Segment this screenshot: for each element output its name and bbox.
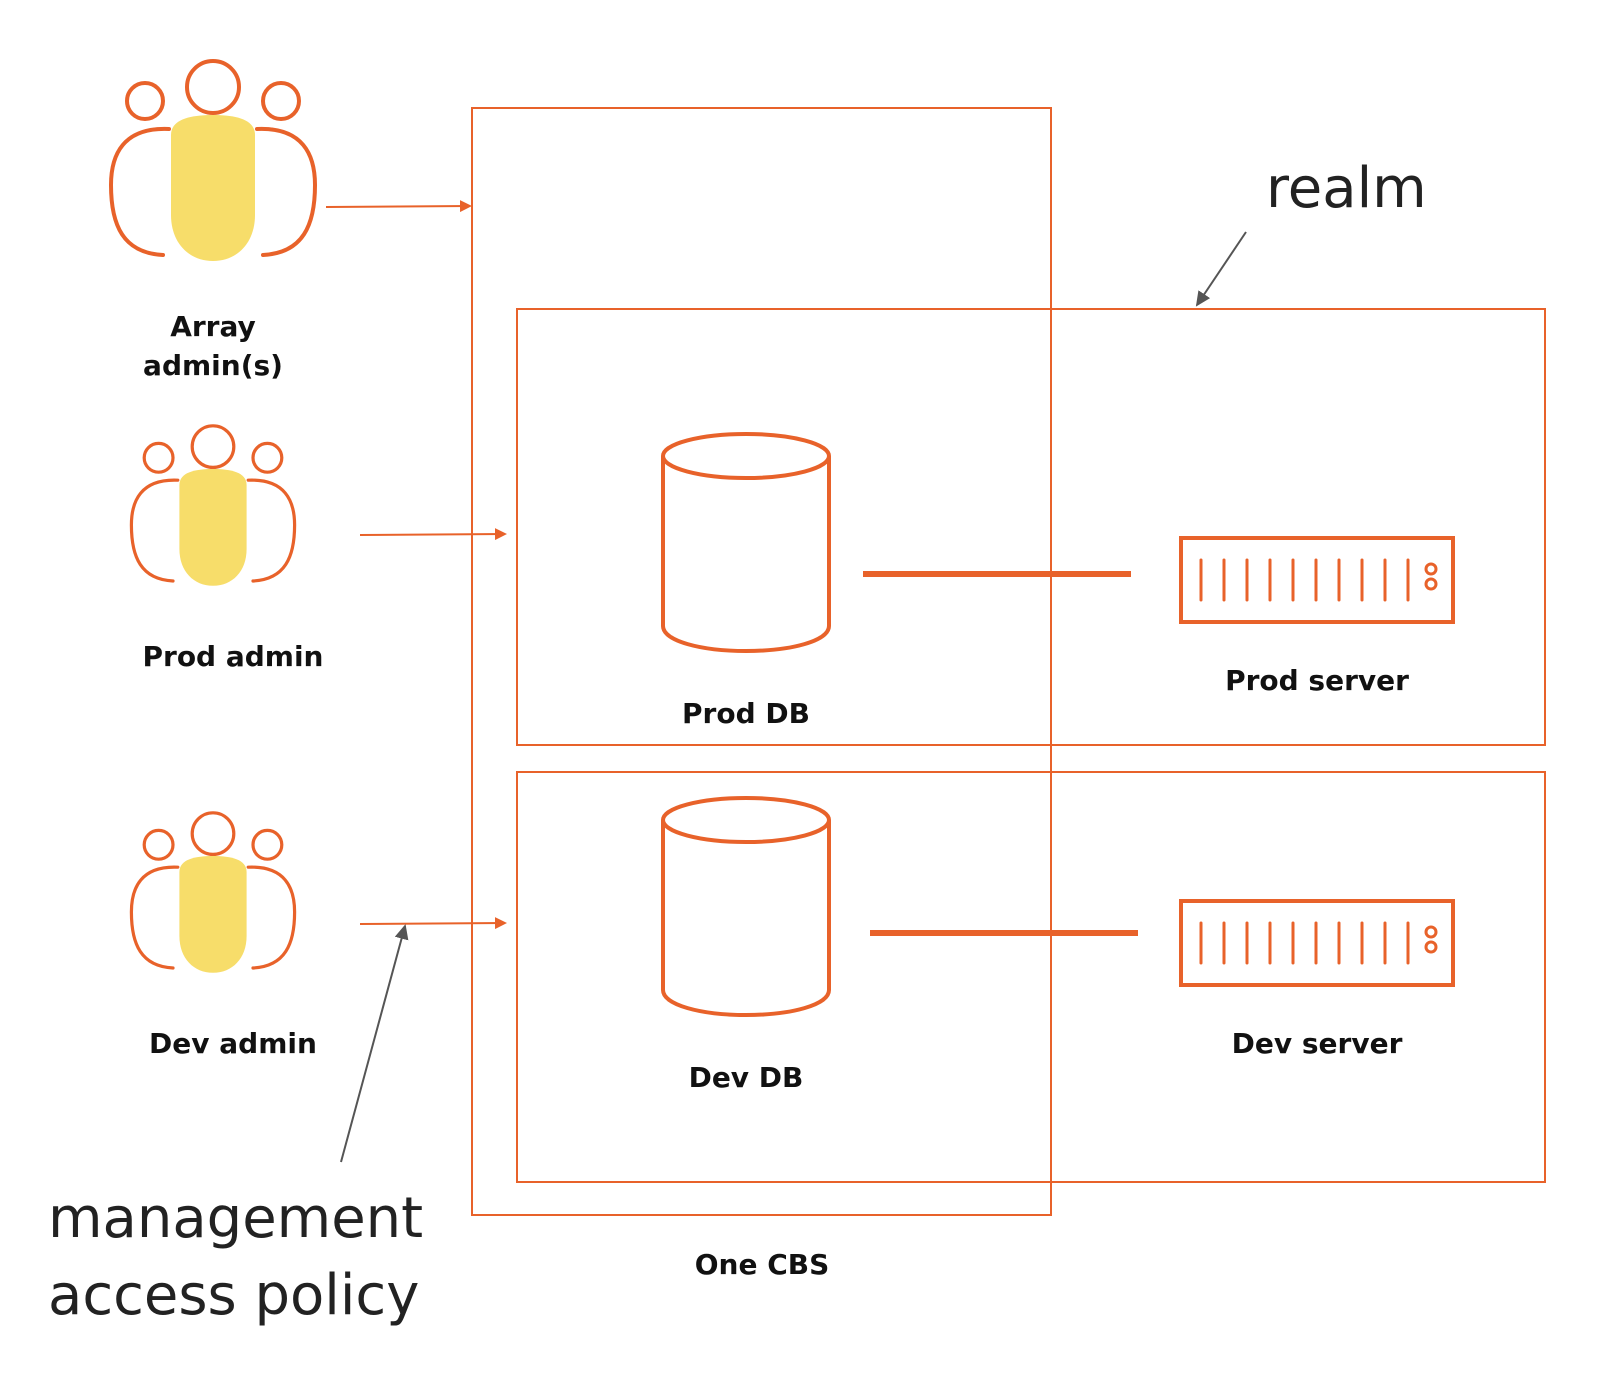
prod-server-icon xyxy=(1179,536,1455,624)
dev-admin-access-arrow xyxy=(359,917,507,930)
dev-admin-label: Dev admin xyxy=(149,1027,317,1060)
one-cbs-label: One CBS xyxy=(695,1248,830,1281)
prod-admin-label: Prod admin xyxy=(142,640,323,673)
array-admins-label-line1: Array xyxy=(170,310,256,343)
prod-realm-box xyxy=(516,308,1546,746)
realm-callout-arrow xyxy=(1195,231,1247,307)
dev-server-icon xyxy=(1179,899,1455,987)
realm-callout-label: realm xyxy=(1266,156,1427,221)
prod-server-label: Prod server xyxy=(1225,664,1409,697)
dev-realm-box xyxy=(516,771,1546,1183)
prod-admin-access-arrow xyxy=(359,528,507,541)
prod-admin-icon xyxy=(129,424,297,588)
dev-db-label: Dev DB xyxy=(689,1061,804,1094)
dev-db-icon xyxy=(661,796,831,1017)
policy-callout-label-line1: management xyxy=(48,1186,423,1251)
array-admin-access-arrow xyxy=(325,200,472,213)
policy-callout-label-line2: access policy xyxy=(48,1263,419,1328)
one-cbs-box xyxy=(471,107,1052,1216)
array-admins-icon xyxy=(109,59,317,263)
array-admins-label-line2: admin(s) xyxy=(143,349,283,382)
dev-admin-icon xyxy=(129,811,297,975)
dev-server-label: Dev server xyxy=(1232,1027,1403,1060)
prod-db-icon xyxy=(661,432,831,653)
policy-callout-arrow xyxy=(340,924,409,1163)
prod-db-label: Prod DB xyxy=(682,697,810,730)
